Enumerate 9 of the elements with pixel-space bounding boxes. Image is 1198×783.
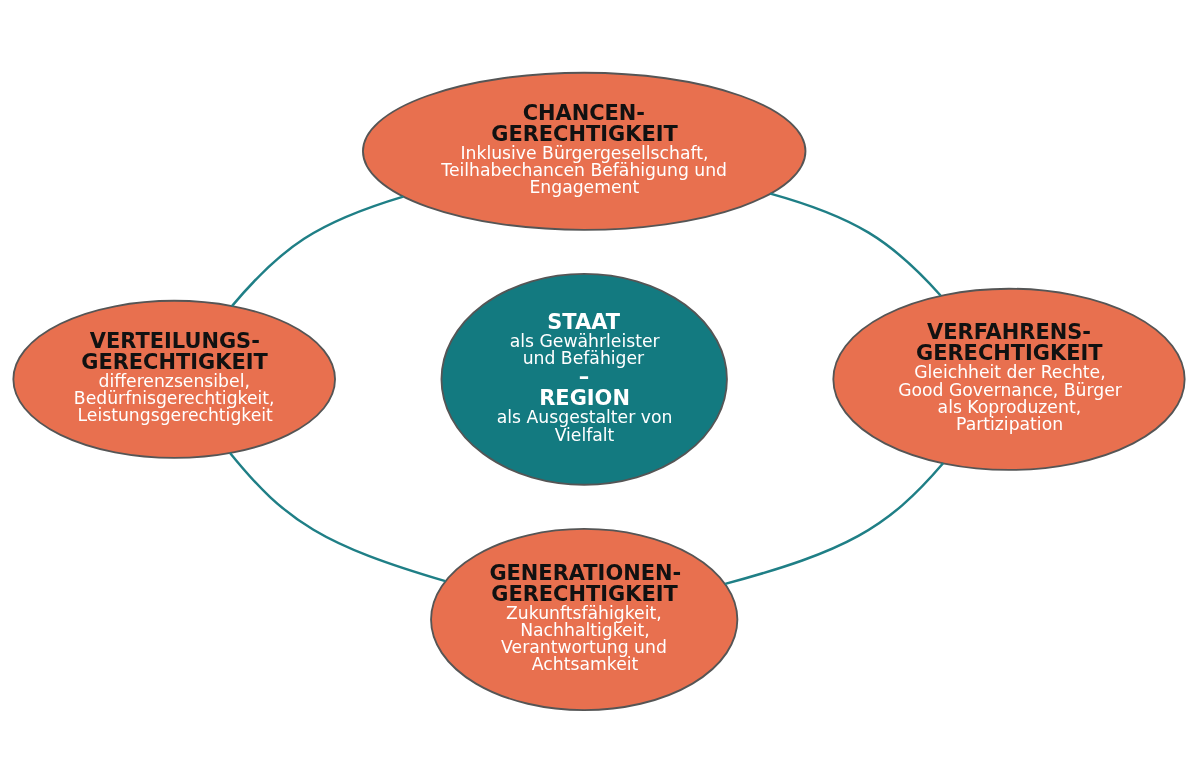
node-ellipse: VERFAHRENS- GERECHTIGKEIT Gleichheit der Rechte, Good Governance, Bürger als Koproduzent, Partizipation	[832, 287, 1186, 471]
connector	[229, 452, 446, 583]
connector	[231, 195, 404, 307]
node-ellipse: CHANCEN- GERECHTIGKEIT Inklusive Bürgergesellschaft, Teilhabechancen Befähigung und Engagement	[362, 71, 807, 231]
node-ellipse: VERTEILUNGS- GERECHTIGKEIT differenzsensibel, Bedürfnisgerechtigkeit, Leistungsgerechtigkeit	[12, 299, 336, 459]
node-ellipse: GENERATIONEN- GERECHTIGKEIT Zukunftsfähigkeit, Nachhaltigkeit, Verantwortung und Achtsamkeit	[430, 528, 739, 712]
connector	[724, 462, 944, 586]
node-ellipse: STAAT als Gewährleister und Befähiger – REGION als Ausgestalter von Vielfalt	[440, 272, 728, 486]
connector	[769, 192, 942, 297]
